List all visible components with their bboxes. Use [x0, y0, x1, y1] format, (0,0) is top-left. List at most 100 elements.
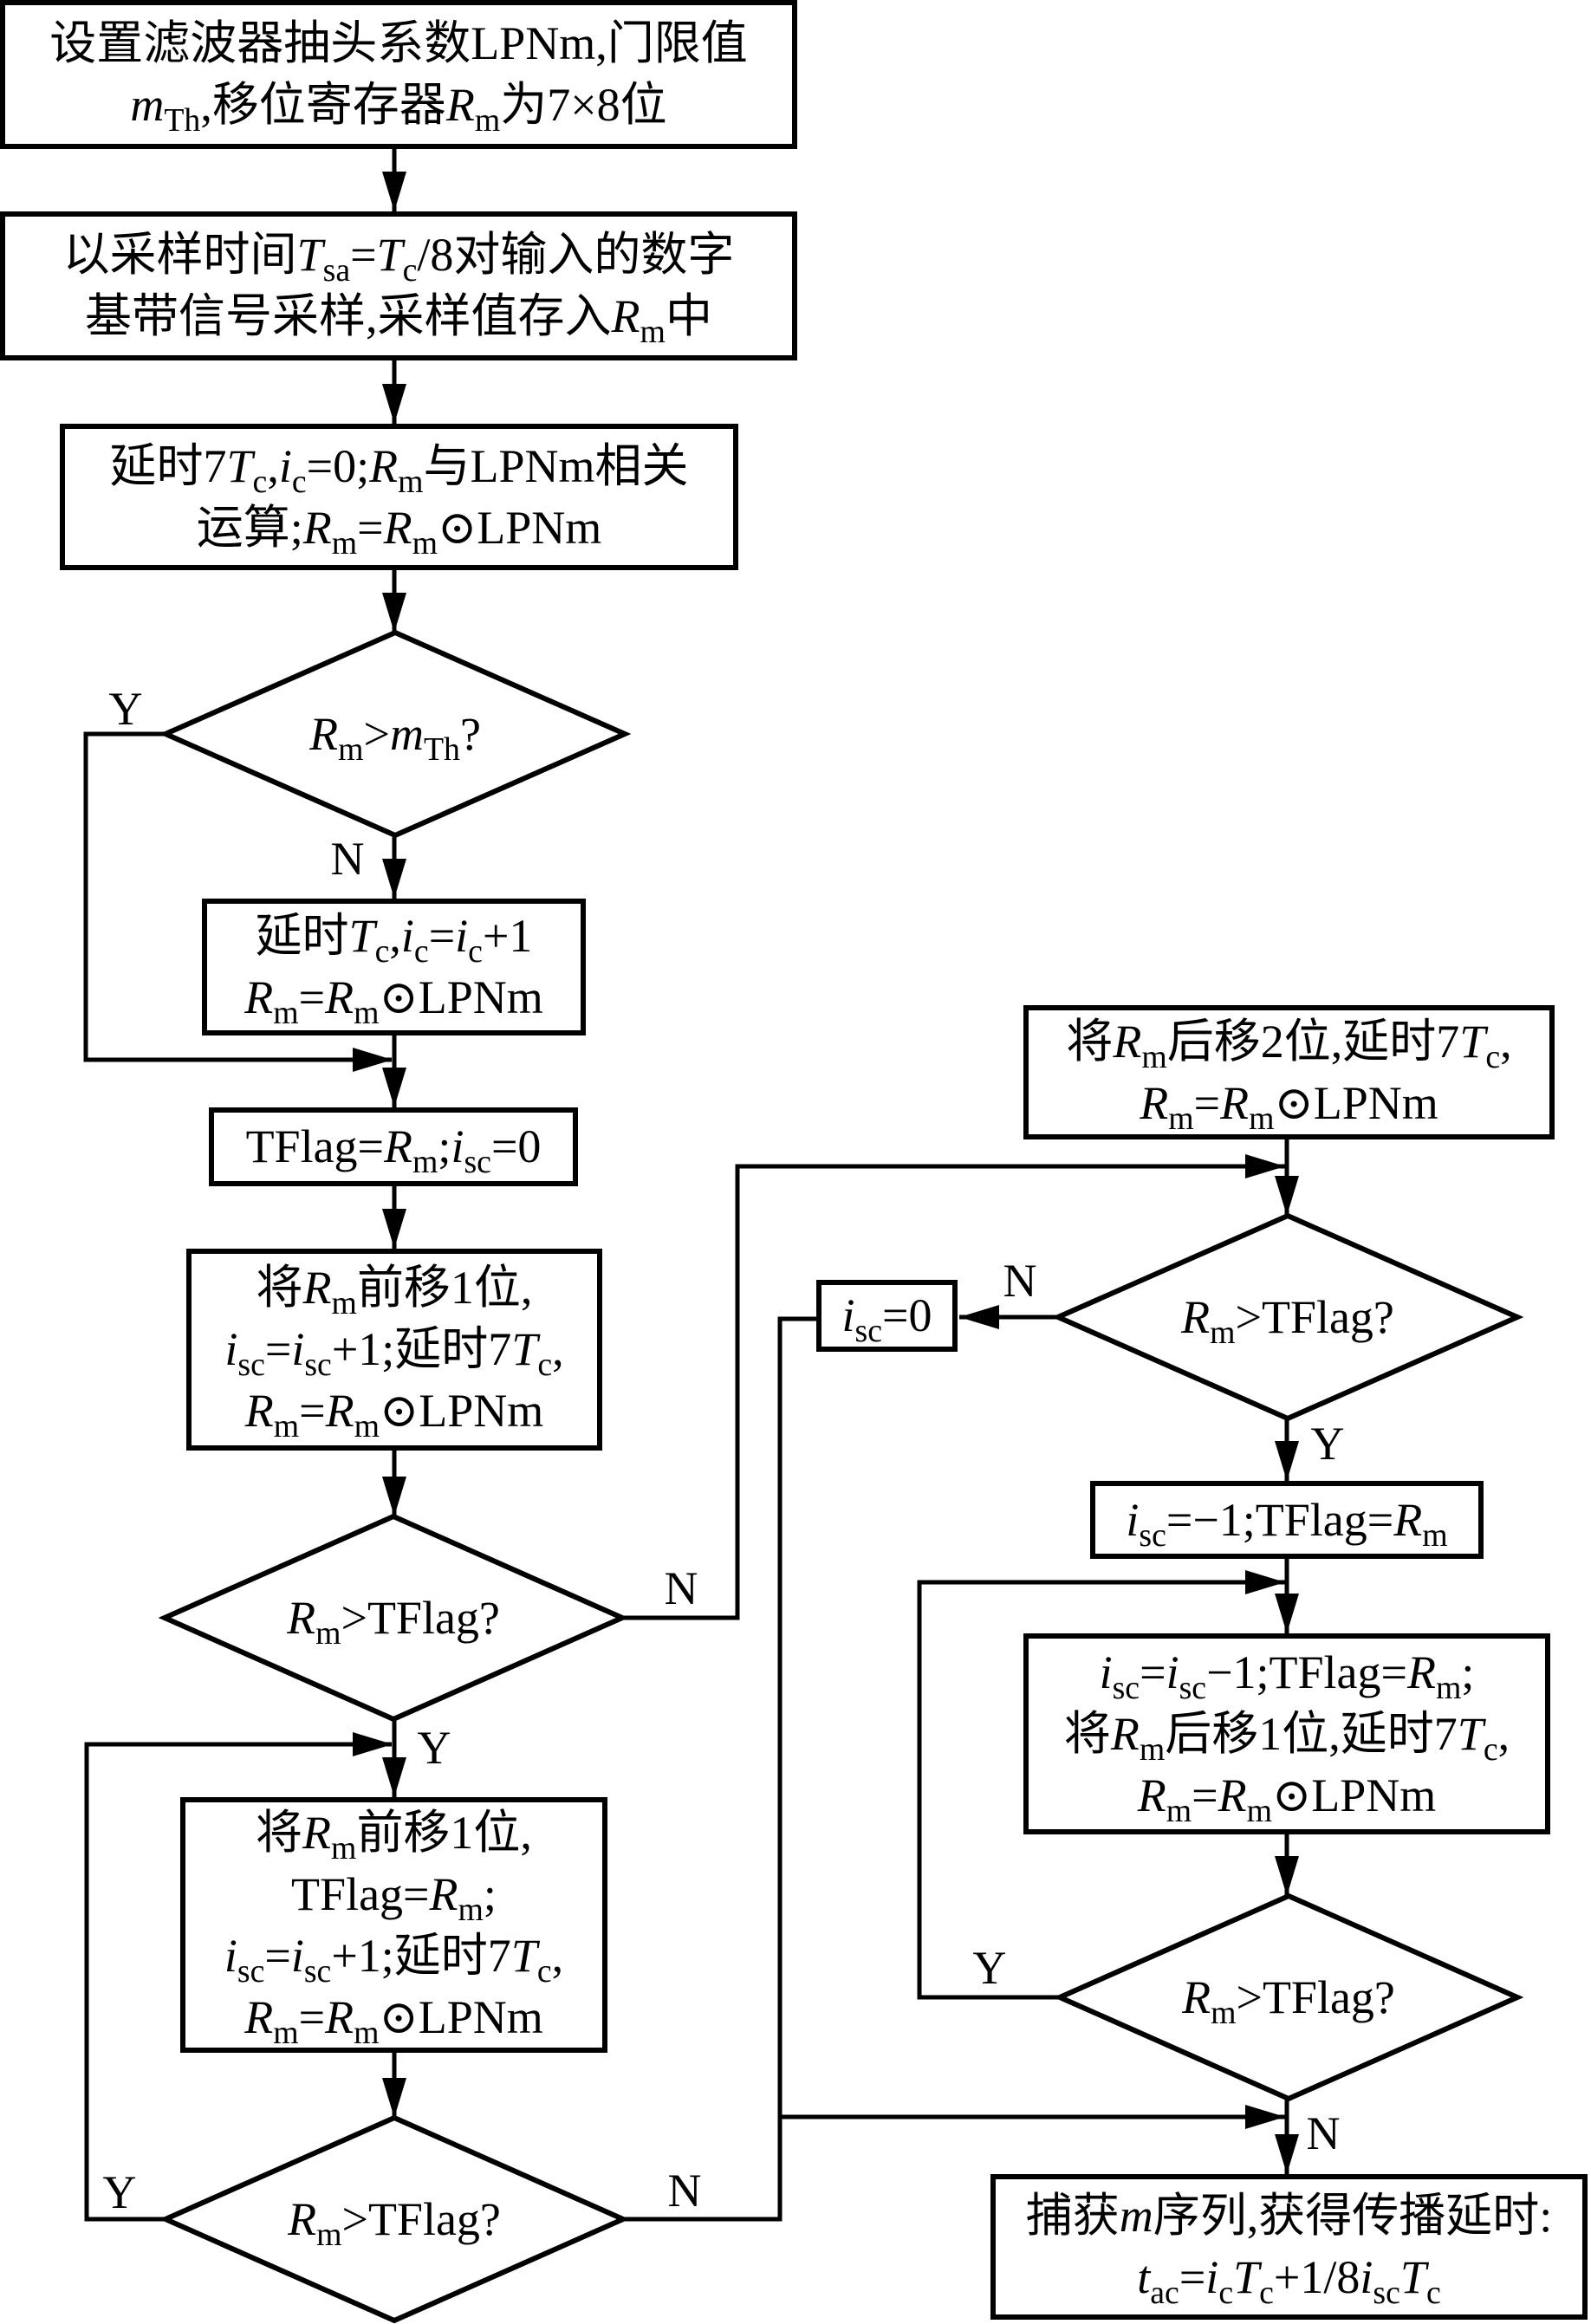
math-variable: i [1360, 2251, 1373, 2303]
text-run: /8对输入的数字 [417, 229, 735, 281]
subscript: c [468, 933, 483, 970]
math-variable: R [325, 1385, 354, 1437]
subscript: m [1141, 1038, 1167, 1075]
subscript: sc [854, 1313, 883, 1350]
text-line: Rm>TFlag? [288, 2189, 501, 2253]
text-run: ⊙LPNm [380, 1385, 544, 1437]
text-line: Rm>TFlag? [287, 1587, 500, 1652]
math-variable: R [1220, 1076, 1250, 1129]
subscript: m [474, 102, 501, 140]
math-variable: R [1110, 1707, 1140, 1760]
math-variable: R [445, 79, 475, 131]
text-run: ; [438, 1120, 451, 1172]
arrowhead [353, 1048, 393, 1072]
process-box-sampling: 以采样时间Tsa=Tc/8对输入的数字基带信号采样,采样值存入Rm中 [0, 211, 797, 360]
math-variable: T [226, 439, 253, 492]
subscript: sc [1112, 1669, 1140, 1706]
branch-label-threshold-no: N [330, 833, 365, 885]
subscript: m [1249, 1100, 1275, 1137]
subscript: m [354, 1408, 380, 1445]
process-box-isc-minus-one-text: isc=−1;TFlag=Rm [1126, 1490, 1448, 1554]
subscript: m [398, 463, 424, 500]
subscript: m [315, 1614, 341, 1652]
subscript: c [413, 933, 429, 970]
math-variable: R [1393, 1493, 1423, 1546]
process-box-capture-text: 捕获m序列,获得传播延时:tac=icTc+1/8iscTc [1025, 2185, 1553, 2312]
text-run: 将 [1066, 1015, 1114, 1068]
math-variable: R [288, 2192, 317, 2245]
text-line: TFlag=Rm;isc=0 [246, 1116, 542, 1178]
subscript: m [412, 1144, 438, 1181]
subscript: sc [1139, 1516, 1166, 1554]
text-run: >TFlag? [1236, 1970, 1395, 2023]
decision-forward-text-area: Rm>TFlag? [165, 1516, 622, 1719]
text-line: 以采样时间Tsa=Tc/8对输入的数字 [63, 224, 735, 289]
subscript: m [1166, 1792, 1192, 1829]
process-box-shift-forward-loop-text: 将Rm前移1位,TFlag=Rm;isc=isc+1;延时7Tc,Rm=Rm⊙L… [224, 1802, 563, 2049]
math-variable: T [1399, 2251, 1426, 2303]
text-run: ? [459, 707, 481, 760]
math-variable: T [511, 1323, 538, 1375]
subscript: m [316, 2216, 342, 2253]
math-variable: i [451, 1120, 464, 1172]
text-run: = [1192, 1769, 1218, 1821]
text-line: Rm>mTh? [309, 704, 481, 768]
math-variable: T [510, 1929, 537, 1982]
decision-threshold-text-area: Rm>mTh? [166, 633, 625, 835]
text-run: =0; [306, 439, 370, 492]
subscript: Th [423, 730, 460, 768]
subscript: c [402, 252, 418, 289]
math-variable: R [325, 971, 354, 1023]
process-box-tflag-init: TFlag=Rm;isc=0 [209, 1107, 578, 1186]
arrowhead [382, 1757, 406, 1797]
text-line: isc=isc+1;延时7Tc, [224, 1925, 563, 1990]
math-variable: m [1119, 2190, 1153, 2242]
decision-threshold-text: Rm>mTh? [309, 704, 481, 768]
text-run: 捕获 [1025, 2190, 1120, 2242]
math-variable: R [1113, 1015, 1142, 1068]
math-variable: m [389, 707, 424, 760]
math-variable: R [302, 1806, 332, 1859]
math-variable: R [1181, 1290, 1211, 1343]
text-line: mTh,移位寄存器Rm为7×8位 [49, 75, 748, 140]
text-run: +1/8 [1273, 2251, 1360, 2303]
subscript: m [1422, 1516, 1448, 1554]
text-run: 序列,获得传播延时: [1153, 2190, 1553, 2242]
subscript: m [1168, 1100, 1194, 1137]
text-run: −1;TFlag= [1206, 1646, 1407, 1698]
text-run: , [552, 1323, 564, 1375]
subscript: sa [322, 252, 351, 289]
math-variable: R [302, 1262, 332, 1314]
math-variable: i [1205, 2251, 1219, 2303]
process-box-shift-back-two-text: 将Rm后移2位,延时7Tc,Rm=Rm⊙LPNm [1066, 1011, 1512, 1137]
subscript: c [536, 1952, 552, 1990]
subscript: m [1211, 1994, 1237, 2031]
text-line: Rm=Rm⊙LPNm [224, 1380, 563, 1445]
text-run: , [389, 910, 401, 962]
subscript: m [458, 1891, 484, 1928]
math-variable: T [1457, 1707, 1484, 1760]
process-box-shift-back-loop-text: isc=isc−1;TFlag=Rm;将Rm后移1位,延时7Tc,Rm=Rm⊙L… [1064, 1642, 1510, 1827]
text-run: = [357, 501, 384, 554]
math-variable: i [1099, 1646, 1113, 1698]
text-run: 为7×8位 [500, 79, 667, 131]
connector-threshold-yes [83, 731, 392, 1062]
text-run: = [264, 1929, 291, 1982]
text-run: 与LPNm相关 [423, 439, 689, 492]
subscript: c [1483, 1730, 1498, 1768]
process-box-correlate-text: 延时7Tc,ic=0;Rm与LPNm相关运算;Rm=Rm⊙LPNm [109, 436, 689, 560]
math-variable: R [244, 1385, 274, 1437]
text-run: , [1500, 1015, 1512, 1068]
text-line: Rm=Rm⊙LPNm [1066, 1073, 1511, 1137]
text-run: = [298, 971, 326, 1023]
text-run: 前移1位, [356, 1806, 532, 1859]
text-line: Rm=Rm⊙LPNm [224, 1987, 563, 2049]
text-line: isc=−1;TFlag=Rm [1126, 1490, 1448, 1554]
decision-back-loop-text-area: Rm>TFlag? [1060, 1896, 1517, 2099]
branch-label-back-yes: Y [1310, 1418, 1345, 1470]
text-line: 设置滤波器抽头系数LPNm,门限值 [49, 13, 748, 75]
subscript: c [1425, 2275, 1441, 2312]
